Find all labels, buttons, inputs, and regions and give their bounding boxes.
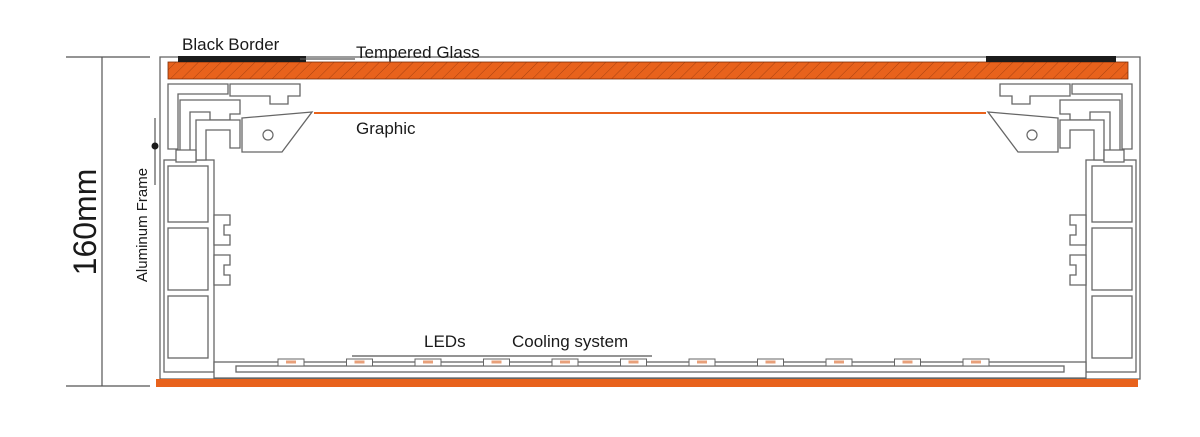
led-emitter <box>971 360 981 364</box>
led-emitter <box>902 360 913 364</box>
led-emitter <box>423 360 433 364</box>
led-emitter <box>765 360 776 364</box>
tempered-glass <box>167 61 1129 80</box>
black-border-label: Black Border <box>182 35 280 54</box>
led-emitter <box>697 360 707 364</box>
cooling-system-label: Cooling system <box>512 332 628 351</box>
tempered-glass-label: Tempered Glass <box>356 43 480 62</box>
led-emitter <box>628 360 639 364</box>
led-emitter <box>834 360 844 364</box>
led-emitter <box>286 360 296 364</box>
leds-label: LEDs <box>424 332 466 351</box>
back-panel <box>156 379 1138 387</box>
height-dimension: 160mm <box>66 56 150 387</box>
graphic-label: Graphic <box>356 119 416 138</box>
aluminum-frame <box>159 56 1141 380</box>
black-border-left <box>178 56 306 62</box>
aluminum-frame-label: Aluminum Frame <box>134 168 151 282</box>
black-border-right <box>986 56 1116 62</box>
led-emitter <box>354 360 365 364</box>
height-label: 160mm <box>67 169 103 276</box>
led-emitter <box>491 360 502 364</box>
led-strip <box>277 358 990 367</box>
led-emitter <box>560 360 570 364</box>
